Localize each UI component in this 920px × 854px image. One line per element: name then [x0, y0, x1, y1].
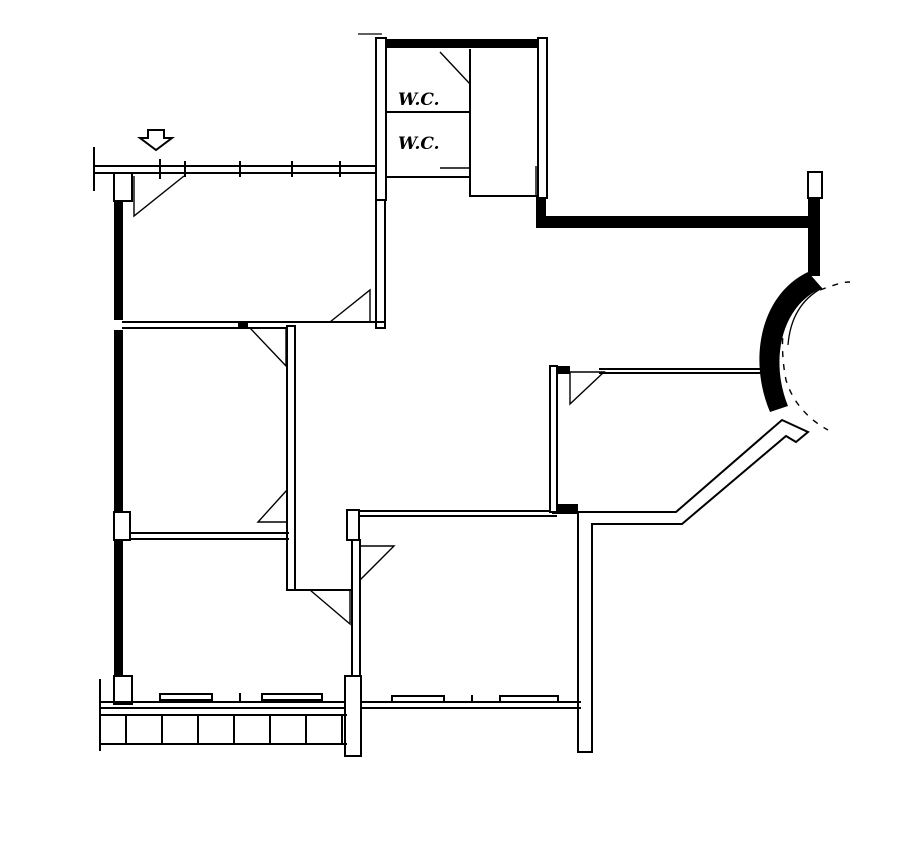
- door-swing: [440, 120, 471, 169]
- door-swing: [133, 175, 185, 218]
- door-swing: [439, 51, 471, 86]
- window-bottom-right: [391, 695, 559, 703]
- door-swing: [308, 589, 351, 626]
- door-swings: [133, 51, 606, 626]
- door-swing: [248, 327, 287, 368]
- door-swing: [359, 545, 396, 582]
- windows: [159, 159, 559, 703]
- window-bottom-left: [159, 693, 323, 703]
- door-swing: [569, 371, 606, 406]
- balcony-railing: [99, 679, 347, 745]
- wc-label-1: W.C.: [398, 90, 440, 110]
- partition-walls: [95, 37, 823, 757]
- wc-label-2: W.C.: [398, 134, 440, 154]
- window-top: [159, 159, 341, 179]
- structural-walls: [114, 39, 820, 676]
- door-swing: [256, 488, 288, 523]
- curved-bay: [759, 272, 851, 431]
- entrance-arrow-icon: [137, 129, 175, 152]
- door-swing: [328, 288, 371, 323]
- door-swing: [500, 166, 537, 197]
- misc-marks: [93, 33, 382, 751]
